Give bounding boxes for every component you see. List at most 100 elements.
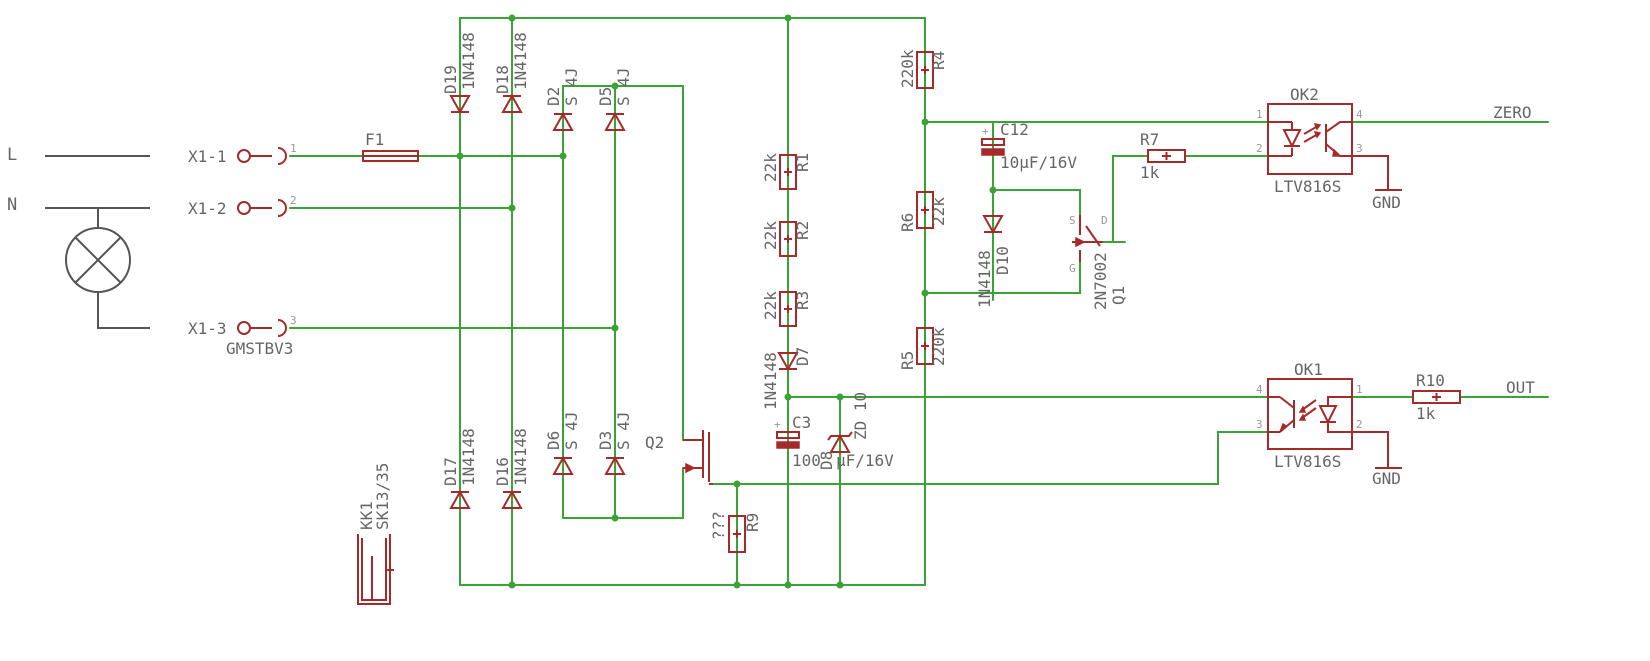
ok1-name: OK1 [1294, 360, 1323, 379]
resistor-r9: R9 ??? [709, 511, 762, 553]
ok2-value: LTV816S [1274, 177, 1341, 196]
net-zero-label: ZERO [1493, 103, 1532, 122]
gnd2-label: GND [1372, 193, 1401, 212]
d19-name: D19 [441, 65, 460, 94]
r7-name: R7 [1140, 130, 1159, 149]
d17-value: 1N4148 [459, 428, 478, 486]
r4-value: 220k [898, 49, 917, 88]
x1-2-label: X1-2 [188, 199, 227, 218]
d5-name: D5 [596, 87, 615, 106]
resistor-r3: 22k R3 [761, 291, 812, 327]
label-n: N [7, 195, 17, 215]
ok2-p4: 4 [1356, 108, 1363, 121]
x1-1-label: X1-1 [188, 147, 227, 166]
r2-value: 22k [761, 221, 780, 250]
diode-d10: 1N4148 D10 [975, 215, 1012, 308]
d17-name: D17 [441, 457, 460, 486]
ok2-p1: 1 [1256, 108, 1263, 121]
d8-value: ZD 10 [851, 392, 870, 440]
r10-value: 1k [1416, 404, 1436, 423]
gnd-ok2: GND [1372, 189, 1402, 212]
d10-value: 1N4148 [975, 250, 994, 308]
zener-d8: D8 ZD 10 μF/16V [817, 392, 894, 470]
q2-name: Q2 [645, 433, 664, 452]
diode-d17: D17 1N4148 [441, 428, 478, 509]
resistor-r7: R7 1k [1140, 130, 1186, 182]
fuse-f1: F1 [362, 130, 419, 162]
r5-name: R5 [898, 351, 917, 370]
junctions [456, 14, 997, 589]
r3-name: R3 [793, 291, 812, 310]
x1-3-label: X1-3 [188, 319, 227, 338]
ok2-p3: 3 [1356, 142, 1363, 155]
c12-plus: + [982, 125, 989, 138]
r2-name: R2 [793, 221, 812, 240]
diode-d7: 1N4148 D7 [761, 347, 812, 410]
ok1-p3: 3 [1256, 418, 1263, 431]
gnd1-label: GND [1372, 469, 1401, 488]
q1-d: D [1101, 214, 1108, 227]
ok1-p2: 2 [1356, 418, 1363, 431]
c12-name: C12 [1000, 120, 1029, 139]
r9-name: R9 [743, 513, 762, 532]
diode-d19: D19 1N4148 [441, 32, 478, 115]
mosfet-q1: S G D 2N7002 Q1 [1069, 214, 1128, 310]
diode-d6: D6 S 4J [544, 411, 581, 475]
kk1-name: KK1 [357, 501, 376, 530]
d10-name: D10 [993, 246, 1012, 275]
ok2-name: OK2 [1290, 85, 1319, 104]
ok1-value: LTV816S [1274, 452, 1341, 471]
diode-d16: D16 1N4148 [493, 428, 530, 509]
conn-pin-1 [237, 147, 287, 165]
mains-load: L N [7, 145, 150, 329]
d16-value: 1N4148 [511, 428, 530, 486]
r1-name: R1 [793, 153, 812, 172]
d7-value: 1N4148 [761, 352, 780, 410]
q1-value: 2N7002 [1091, 252, 1110, 310]
f1-name: F1 [365, 130, 384, 149]
q1-name: Q1 [1109, 286, 1128, 305]
d2-name: D2 [544, 87, 563, 106]
q1-g: G [1069, 262, 1076, 275]
connector-x1: X1-1 X1-2 X1-3 GMSTBV3 1 2 3 [188, 142, 297, 358]
optocoupler-ok2: OK2 LTV816S 1 2 4 3 [1256, 85, 1389, 196]
d19-value: 1N4148 [459, 32, 478, 90]
q1-s: S [1069, 214, 1076, 227]
heatsink-kk1: KK1 SK13/35 [357, 463, 394, 605]
ok1-p1: 1 [1356, 383, 1363, 396]
x1-value: GMSTBV3 [226, 339, 293, 358]
c3-plus: + [774, 418, 781, 431]
c3-name: C3 [792, 413, 811, 432]
gnd-ok1: GND [1372, 467, 1402, 488]
capacitor-c3: + C3 100 [774, 413, 821, 470]
resistor-r2: 22k R2 [761, 221, 812, 257]
r7-value: 1k [1140, 163, 1160, 182]
r3-value: 22k [761, 291, 780, 320]
d8-extra: μF/16V [836, 451, 894, 470]
diode-d5: D5 S 4J [596, 67, 633, 131]
c12-value: 10μF/16V [1000, 153, 1077, 172]
x1-pin-n2: 2 [290, 194, 297, 207]
diode-d2: D2 S 4J [544, 67, 581, 131]
d18-value: 1N4148 [511, 32, 530, 90]
conn-pin-2 [237, 199, 287, 217]
d3-name: D3 [596, 431, 615, 450]
wires [289, 17, 1549, 586]
x1-pin-n3: 3 [290, 314, 297, 327]
d6-value: S 4J [562, 411, 581, 450]
resistor-r1: 22k R1 [761, 153, 812, 190]
diode-d3: D3 S 4J [596, 411, 633, 475]
label-l: L [7, 145, 17, 165]
diode-d18: D18 1N4148 [493, 32, 530, 113]
d7-name: D7 [793, 347, 812, 366]
r6-value: 22k [929, 197, 948, 226]
ok1-p4: 4 [1256, 383, 1263, 396]
resistor-r4: 220k R4 [898, 49, 948, 89]
d3-value: S 4J [614, 411, 633, 450]
d5-value: S 4J [614, 67, 633, 106]
r5-value: 220k [929, 327, 948, 366]
conn-pin-3 [237, 319, 287, 337]
resistor-r6: R6 22k [898, 191, 948, 232]
d6-name: D6 [544, 431, 563, 450]
